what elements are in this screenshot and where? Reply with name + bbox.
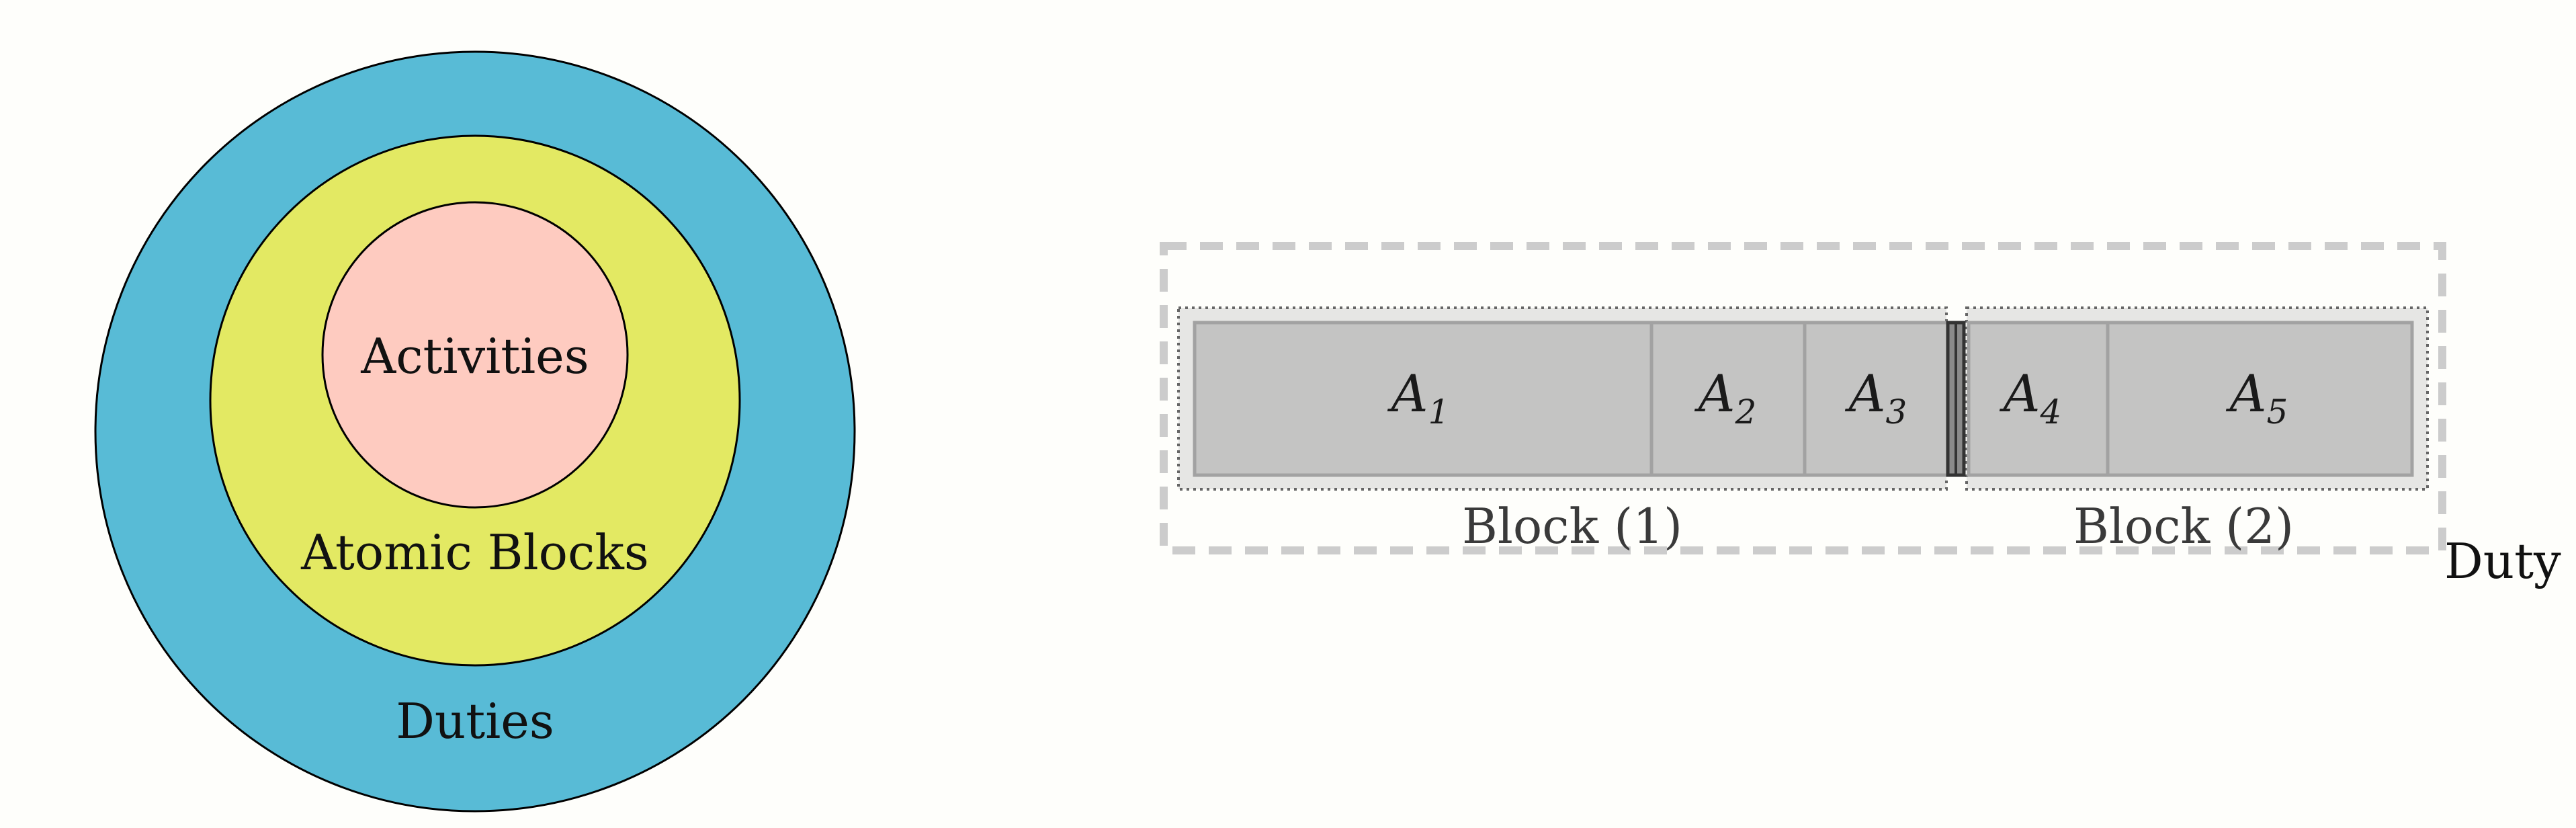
venn-diagram: Activities Atomic Blocks Duties: [94, 50, 856, 813]
activity-box-a3: [1803, 321, 1950, 477]
activity-box-a4: [1967, 321, 2110, 477]
activity-box-a2: [1649, 321, 1807, 477]
duties-label: Duties: [396, 693, 554, 749]
activities-label: Activities: [360, 328, 589, 384]
atomic-blocks-label: Atomic Blocks: [300, 524, 649, 581]
block-2-label: Block (2): [2073, 498, 2294, 554]
activity-label-a4: A4: [2000, 364, 2062, 431]
activity-label-a5: A5: [2226, 364, 2288, 431]
duty-diagram: A1 A2 A3 A4 A5 Block (1) Block (2) Duty: [1160, 242, 2561, 589]
duty-frame: [1160, 242, 2446, 554]
block-1-label: Block (1): [1462, 498, 1682, 554]
activities-circle: [321, 201, 629, 509]
duty-label: Duty: [2444, 533, 2561, 589]
activity-label-a1: A1: [1387, 364, 1450, 431]
activity-box-a1: [1193, 321, 1654, 477]
activity-box-a5: [2106, 321, 2414, 477]
activity-label-a3: A3: [1845, 364, 1907, 431]
activity-label-a2: A2: [1694, 364, 1757, 431]
